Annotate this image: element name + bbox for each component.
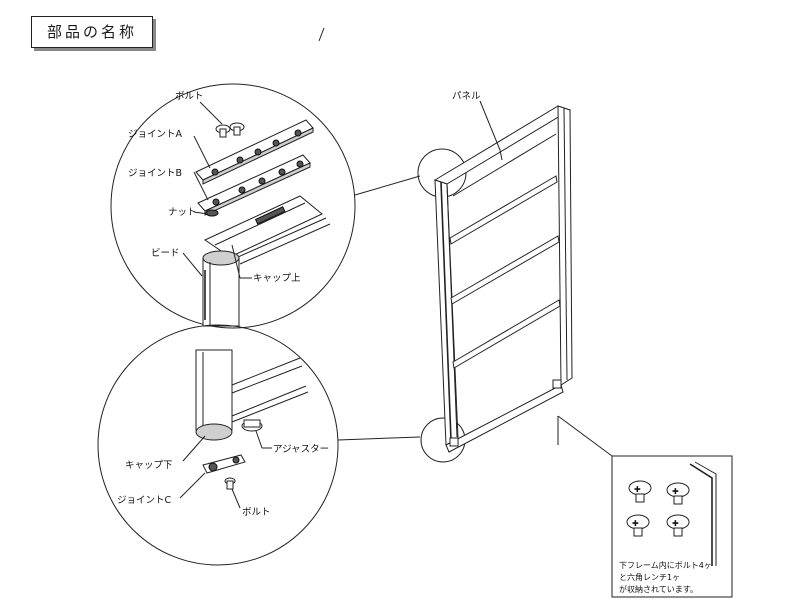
svg-text:✚: ✚ [672, 519, 679, 528]
spare-bolt-1: ✚ [628, 480, 652, 503]
bottom-detail-view: キャップ下 アジャスター ジョイントC ボルト [97, 324, 339, 566]
note-line-2: と六角レンチ1ヶ [619, 572, 680, 582]
top-post [202, 250, 240, 327]
hex-wrench-icon [689, 461, 717, 566]
spare-bolt-3: ✚ [626, 514, 650, 537]
joint-c-plate [202, 454, 246, 474]
label-joint-b: ジョイントB [128, 168, 182, 179]
svg-text:✚: ✚ [632, 519, 639, 528]
label-nut: ナット [168, 207, 197, 218]
stray-mark [318, 27, 325, 42]
svg-text:✚: ✚ [672, 487, 679, 496]
connector-bottom [337, 436, 421, 441]
bottom-post [195, 349, 233, 441]
top-frame-rails [203, 195, 331, 265]
label-bead: ビード [151, 248, 180, 259]
note-line-3: が収納されています。 [619, 584, 698, 594]
label-bolt-top: ボルト [175, 91, 204, 102]
nut-part [205, 209, 219, 217]
top-detail-view: ボルト ジョイントA ジョイントB ナット ビード キャップ上 [110, 83, 356, 329]
bolt-top-parts [215, 122, 245, 138]
connector-top [354, 175, 421, 196]
label-cap-top: キャップ上 [253, 273, 301, 284]
bottom-frame-rails [231, 357, 309, 423]
panel-assembly: パネル [433, 91, 573, 453]
note-line-1: 下フレーム内にボルト4ヶ [619, 560, 712, 570]
spare-bolt-4: ✚ [666, 514, 690, 537]
label-joint-a: ジョイントA [128, 129, 183, 140]
top-detail-circle [110, 83, 356, 329]
bottom-detail-circle [97, 324, 339, 566]
joint-a-plate [195, 119, 314, 185]
label-adjuster: アジャスター [273, 444, 329, 455]
page-title: 部品の名称 [31, 16, 153, 48]
label-bolt-bottom: ボルト [242, 507, 271, 518]
spare-bolt-2: ✚ [666, 482, 690, 505]
bolt-bottom-part [224, 477, 236, 490]
label-joint-c: ジョイントC [117, 495, 172, 506]
label-cap-bottom: キャップ下 [125, 460, 173, 471]
label-panel: パネル [452, 91, 481, 102]
svg-text:✚: ✚ [634, 485, 641, 494]
accessory-detail: ✚ ✚ ✚ ✚ 下フレーム内にボルト4ヶ と六角レンチ1ヶ が収納されています。 [557, 415, 733, 598]
adjuster-part [241, 419, 263, 432]
